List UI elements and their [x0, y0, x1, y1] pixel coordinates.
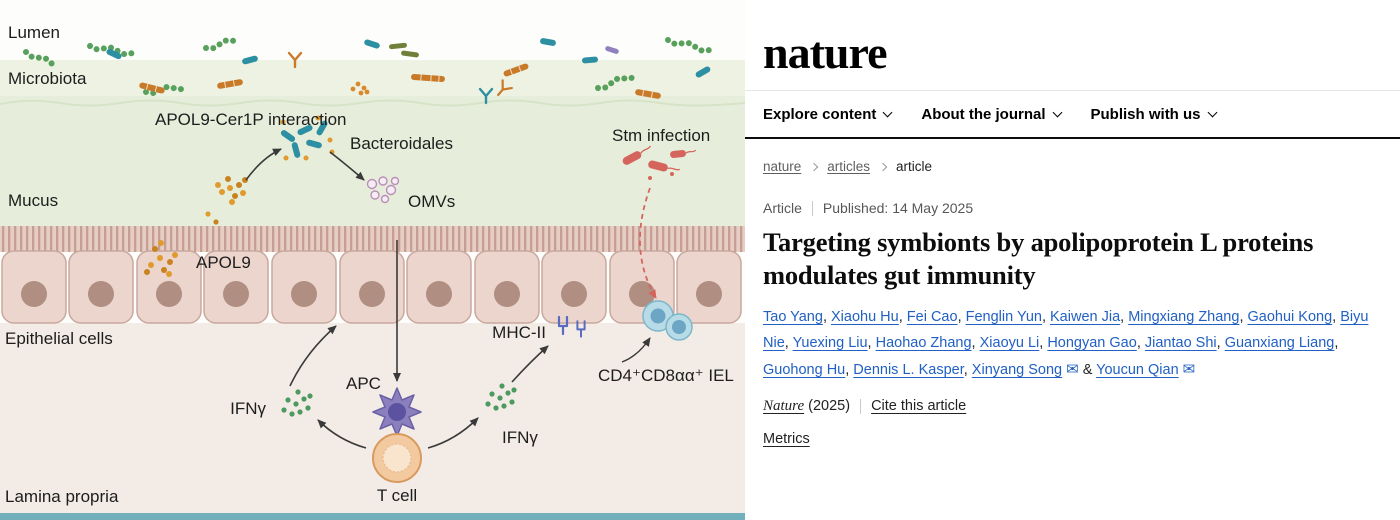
published-info: Published: 14 May 2025 [823, 200, 973, 216]
label-mhc2: MHC-II [492, 323, 546, 342]
arrow-ifng-to-mhc2 [511, 345, 549, 383]
mucus-wave-line [0, 99, 745, 107]
cite-row: Nature (2025) Cite this article [763, 398, 1378, 415]
cell-nuclei [21, 281, 722, 307]
arrow-bacteroidales-to-omvs [329, 151, 365, 181]
stm-bacteria [622, 145, 697, 180]
arrow-stm-infection-dashed [639, 187, 657, 299]
chevron-down-icon [882, 107, 893, 117]
label-lumen: Lumen [8, 23, 60, 42]
breadcrumb-nature[interactable]: nature [763, 159, 802, 174]
label-ifng-right: IFNγ [502, 428, 538, 447]
chevron-down-icon [1207, 107, 1217, 117]
figure-panel: Lumen Microbiota APOL9-Cer1P interaction… [0, 23, 745, 520]
label-lamina-propria: Lamina propria [5, 487, 119, 506]
author-link[interactable]: Dennis L. Kasper [853, 362, 964, 379]
nature-logo[interactable]: nature [763, 27, 887, 78]
label-apol9: APOL9 [196, 253, 251, 272]
apc-cell [372, 387, 422, 437]
label-microbiota: Microbiota [8, 69, 87, 88]
bacteroidales-cluster [280, 115, 335, 161]
label-t-cell: T cell [377, 486, 417, 505]
nav-item-explore-content[interactable]: Explore content [763, 106, 893, 123]
label-mucus: Mucus [8, 191, 58, 210]
label-stm-infection: Stm infection [612, 126, 710, 145]
author-link[interactable]: Gaohui Kong [1247, 309, 1333, 326]
main-nav: Explore content About the journal Publish … [763, 91, 1378, 137]
author-link[interactable]: Xinyang Song [971, 362, 1063, 379]
breadcrumb-articles[interactable]: articles [827, 159, 871, 174]
gut-immunity-figure: Lumen Microbiota APOL9-Cer1P interaction… [0, 23, 745, 520]
published-date: 14 May 2025 [892, 200, 974, 216]
omv-vesicles [366, 176, 400, 204]
author-link[interactable]: Hongyan Gao [1047, 335, 1137, 352]
author-link[interactable]: Fenglin Yun [965, 309, 1042, 326]
label-bacteroidales: Bacteroidales [350, 134, 453, 153]
chevron-down-icon [1052, 107, 1062, 117]
figure-arrows [245, 148, 651, 449]
arrow-label-to-iel [621, 337, 651, 363]
author-link[interactable]: Biyu Nie [763, 309, 1369, 352]
author-link[interactable]: Youcun Qian [1096, 362, 1179, 379]
ifng-dots-right [485, 383, 517, 411]
lamina-propria-region [0, 323, 745, 520]
author-link[interactable]: Xiaoyu Li [979, 335, 1040, 352]
cite-this-article-link[interactable]: Cite this article [871, 398, 967, 415]
apol9-dots-mid [205, 176, 248, 225]
author-link[interactable]: Yuexing Liu [792, 335, 868, 352]
author-link[interactable]: Xiaohu Hu [831, 309, 899, 326]
nav-item-about-the-journal[interactable]: About the journal [921, 106, 1062, 123]
author-link[interactable]: Tao Yang [763, 309, 823, 326]
metrics-link[interactable]: Metrics [763, 430, 810, 447]
label-ifng-left: IFNγ [230, 399, 266, 418]
label-iel: CD4⁺CD8αα⁺ IEL [598, 366, 734, 385]
author-link[interactable]: Fei Cao [906, 309, 958, 326]
article-title: Targeting symbionts by apolipoprotein L … [763, 227, 1314, 291]
arrow-tcell-to-ifng-right [427, 417, 479, 449]
chevron-right-icon [878, 162, 888, 171]
email-icon[interactable]: ✉ [1182, 361, 1196, 379]
author-link[interactable]: Mingxiang Zhang [1128, 309, 1240, 326]
meta-divider [811, 200, 813, 216]
author-list: Tao Yang, Xiaohu Hu, Fei Cao, Fenglin Yu… [763, 309, 1369, 379]
article-type: Article [763, 200, 802, 216]
chevron-right-icon [810, 162, 819, 171]
t-cell-body [372, 433, 422, 483]
arrow-apol9-to-bacteroidales [245, 148, 282, 181]
author-link[interactable]: Jiantao Shi [1144, 335, 1217, 352]
label-omvs: OMVs [408, 192, 455, 211]
label-apol9-cer1p: APOL9-Cer1P interaction [155, 110, 347, 129]
arrow-ifng-to-epithelium [289, 325, 337, 387]
cite-divider [860, 398, 862, 414]
label-apc: APC [346, 374, 381, 393]
nav-item-publish-with-us[interactable]: Publish with us [1091, 106, 1217, 123]
nav-divider [745, 137, 1400, 139]
epithelial-cell-row [1, 250, 742, 324]
header-divider [745, 90, 1400, 91]
author-link[interactable]: Guohong Hu [763, 362, 846, 379]
author-link[interactable]: Kaiwen Jia [1050, 309, 1121, 326]
iel-cell [642, 300, 693, 341]
microbiota-bacteria-icons [23, 37, 712, 105]
journal-link[interactable]: Nature [763, 397, 805, 414]
breadcrumb-article: article [896, 159, 933, 174]
author-link[interactable]: Haohao Zhang [875, 335, 972, 352]
label-epithelial-cells: Epithelial cells [5, 329, 113, 348]
author-link[interactable]: Guanxiang Liang [1224, 335, 1335, 352]
journal-year: (2025) [808, 397, 851, 414]
mhc2-icon [557, 315, 586, 338]
breadcrumb: nature articles article [763, 159, 1378, 174]
email-icon[interactable]: ✉ [1066, 361, 1079, 379]
arrow-tcell-to-ifng-left [317, 419, 367, 449]
ifng-dots-left [281, 389, 313, 417]
bottom-vessel-strip [0, 513, 745, 520]
article-meta: Article Published: 14 May 2025 [763, 200, 1378, 216]
apol9-dots-epithelium [144, 240, 178, 277]
brush-border [0, 226, 745, 252]
published-label: Published: [822, 200, 889, 216]
